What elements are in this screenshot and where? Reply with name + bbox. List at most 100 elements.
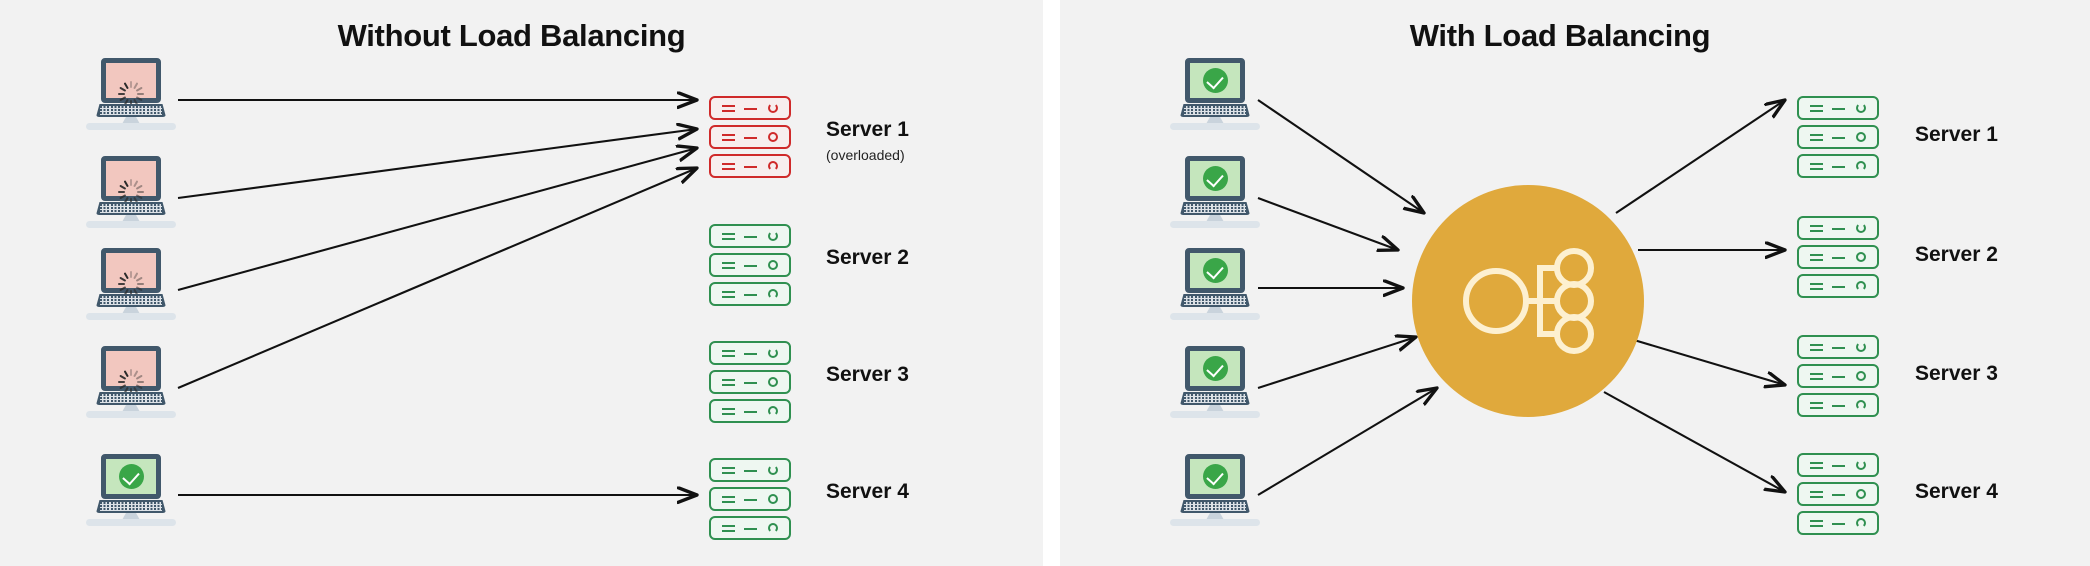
laptop-keyboard <box>100 394 162 403</box>
server-unit <box>1797 335 1879 359</box>
client-laptop-5[interactable] <box>86 454 176 526</box>
power-icon <box>1856 518 1866 528</box>
laptop-stand <box>86 411 176 418</box>
power-icon <box>768 523 778 533</box>
laptop-screen <box>101 156 161 205</box>
lb-client-laptop-2[interactable] <box>1170 156 1260 228</box>
client-laptop-3[interactable] <box>86 248 176 320</box>
server-dash-icon <box>1832 375 1845 378</box>
laptop-neck <box>1206 405 1224 412</box>
lb-client-laptop-4[interactable] <box>1170 346 1260 418</box>
client-laptop-2[interactable] <box>86 156 176 228</box>
power-icon <box>1856 460 1866 470</box>
laptop-keyboard <box>1184 502 1246 511</box>
server-dash-icon <box>744 107 757 110</box>
server-stack-1-left[interactable] <box>709 96 791 178</box>
server-label-4-left: Server 4 <box>826 480 909 503</box>
laptop-keyboard <box>1184 204 1246 213</box>
server-unit <box>709 96 791 120</box>
server-grill-icon <box>1810 134 1823 141</box>
network-hierarchy-icon <box>1463 248 1594 354</box>
laptop-stand <box>1170 411 1260 418</box>
power-icon <box>768 260 778 270</box>
client-laptop-4[interactable] <box>86 346 176 418</box>
laptop-screen <box>101 248 161 297</box>
server-grill-icon <box>722 105 735 112</box>
server-grill-icon <box>722 163 735 170</box>
server-grill-icon <box>1810 462 1823 469</box>
server-stack-2-left[interactable] <box>709 224 791 306</box>
client-laptop-1[interactable] <box>86 58 176 130</box>
lb-server-stack-4[interactable] <box>1797 453 1879 535</box>
power-icon <box>768 465 778 475</box>
server-grill-icon <box>722 467 735 474</box>
laptop-stand <box>1170 313 1260 320</box>
server-dash-icon <box>744 264 757 267</box>
server-dash-icon <box>1832 256 1845 259</box>
server-unit <box>1797 154 1879 178</box>
panel-title-without: Without Load Balancing <box>337 18 686 53</box>
laptop-neck <box>1206 117 1224 124</box>
server-grill-icon <box>1810 402 1823 409</box>
server-unit <box>709 125 791 149</box>
power-icon <box>768 289 778 299</box>
power-icon <box>1856 489 1866 499</box>
power-icon <box>1856 371 1866 381</box>
lb-client-laptop-3[interactable] <box>1170 248 1260 320</box>
server-dash-icon <box>744 352 757 355</box>
power-icon <box>768 231 778 241</box>
server-unit <box>1797 453 1879 477</box>
laptop-screen <box>1185 156 1245 201</box>
laptop-neck <box>122 215 140 222</box>
power-icon <box>1856 342 1866 352</box>
laptop-stand <box>86 221 176 228</box>
laptop-screen <box>101 58 161 107</box>
lb-server-label-1: Server 1 <box>1915 123 1998 146</box>
power-icon <box>1856 400 1866 410</box>
check-icon <box>1202 68 1228 93</box>
server-label-3-left: Server 3 <box>826 363 909 386</box>
server-dash-icon <box>744 410 757 413</box>
panel-title-with: With Load Balancing <box>1409 18 1711 53</box>
server-dash-icon <box>744 165 757 168</box>
server-grill-icon <box>1810 254 1823 261</box>
load-balancer-node[interactable] <box>1412 185 1644 417</box>
laptop-keyboard <box>100 106 162 115</box>
power-icon <box>768 348 778 358</box>
laptop-screen <box>1185 58 1245 103</box>
server-sublabel-1-left: (overloaded) <box>826 147 905 163</box>
laptop-keyboard <box>100 296 162 305</box>
server-grill-icon <box>722 350 735 357</box>
server-grill-icon <box>1810 163 1823 170</box>
server-unit <box>709 458 791 482</box>
server-grill-icon <box>722 379 735 386</box>
server-unit <box>709 224 791 248</box>
server-dash-icon <box>1832 464 1845 467</box>
laptop-screen <box>1185 346 1245 391</box>
lb-server-stack-3[interactable] <box>1797 335 1879 417</box>
server-unit <box>709 154 791 178</box>
server-grill-icon <box>722 291 735 298</box>
server-grill-icon <box>722 525 735 532</box>
server-dash-icon <box>744 293 757 296</box>
server-dash-icon <box>1832 285 1845 288</box>
server-dash-icon <box>1832 136 1845 139</box>
server-stack-4-left[interactable] <box>709 458 791 540</box>
server-unit <box>1797 482 1879 506</box>
lb-client-laptop-5[interactable] <box>1170 454 1260 526</box>
lb-server-label-3: Server 3 <box>1915 362 1998 385</box>
lb-server-stack-1[interactable] <box>1797 96 1879 178</box>
laptop-stand <box>86 519 176 526</box>
laptop-screen <box>1185 248 1245 293</box>
server-grill-icon <box>722 408 735 415</box>
lb-server-stack-2[interactable] <box>1797 216 1879 298</box>
server-grill-icon <box>1810 491 1823 498</box>
server-stack-3-left[interactable] <box>709 341 791 423</box>
server-grill-icon <box>1810 283 1823 290</box>
server-dash-icon <box>744 235 757 238</box>
lb-client-laptop-1[interactable] <box>1170 58 1260 130</box>
power-icon <box>1856 223 1866 233</box>
spinner-icon <box>118 166 144 205</box>
power-icon <box>1856 103 1866 113</box>
